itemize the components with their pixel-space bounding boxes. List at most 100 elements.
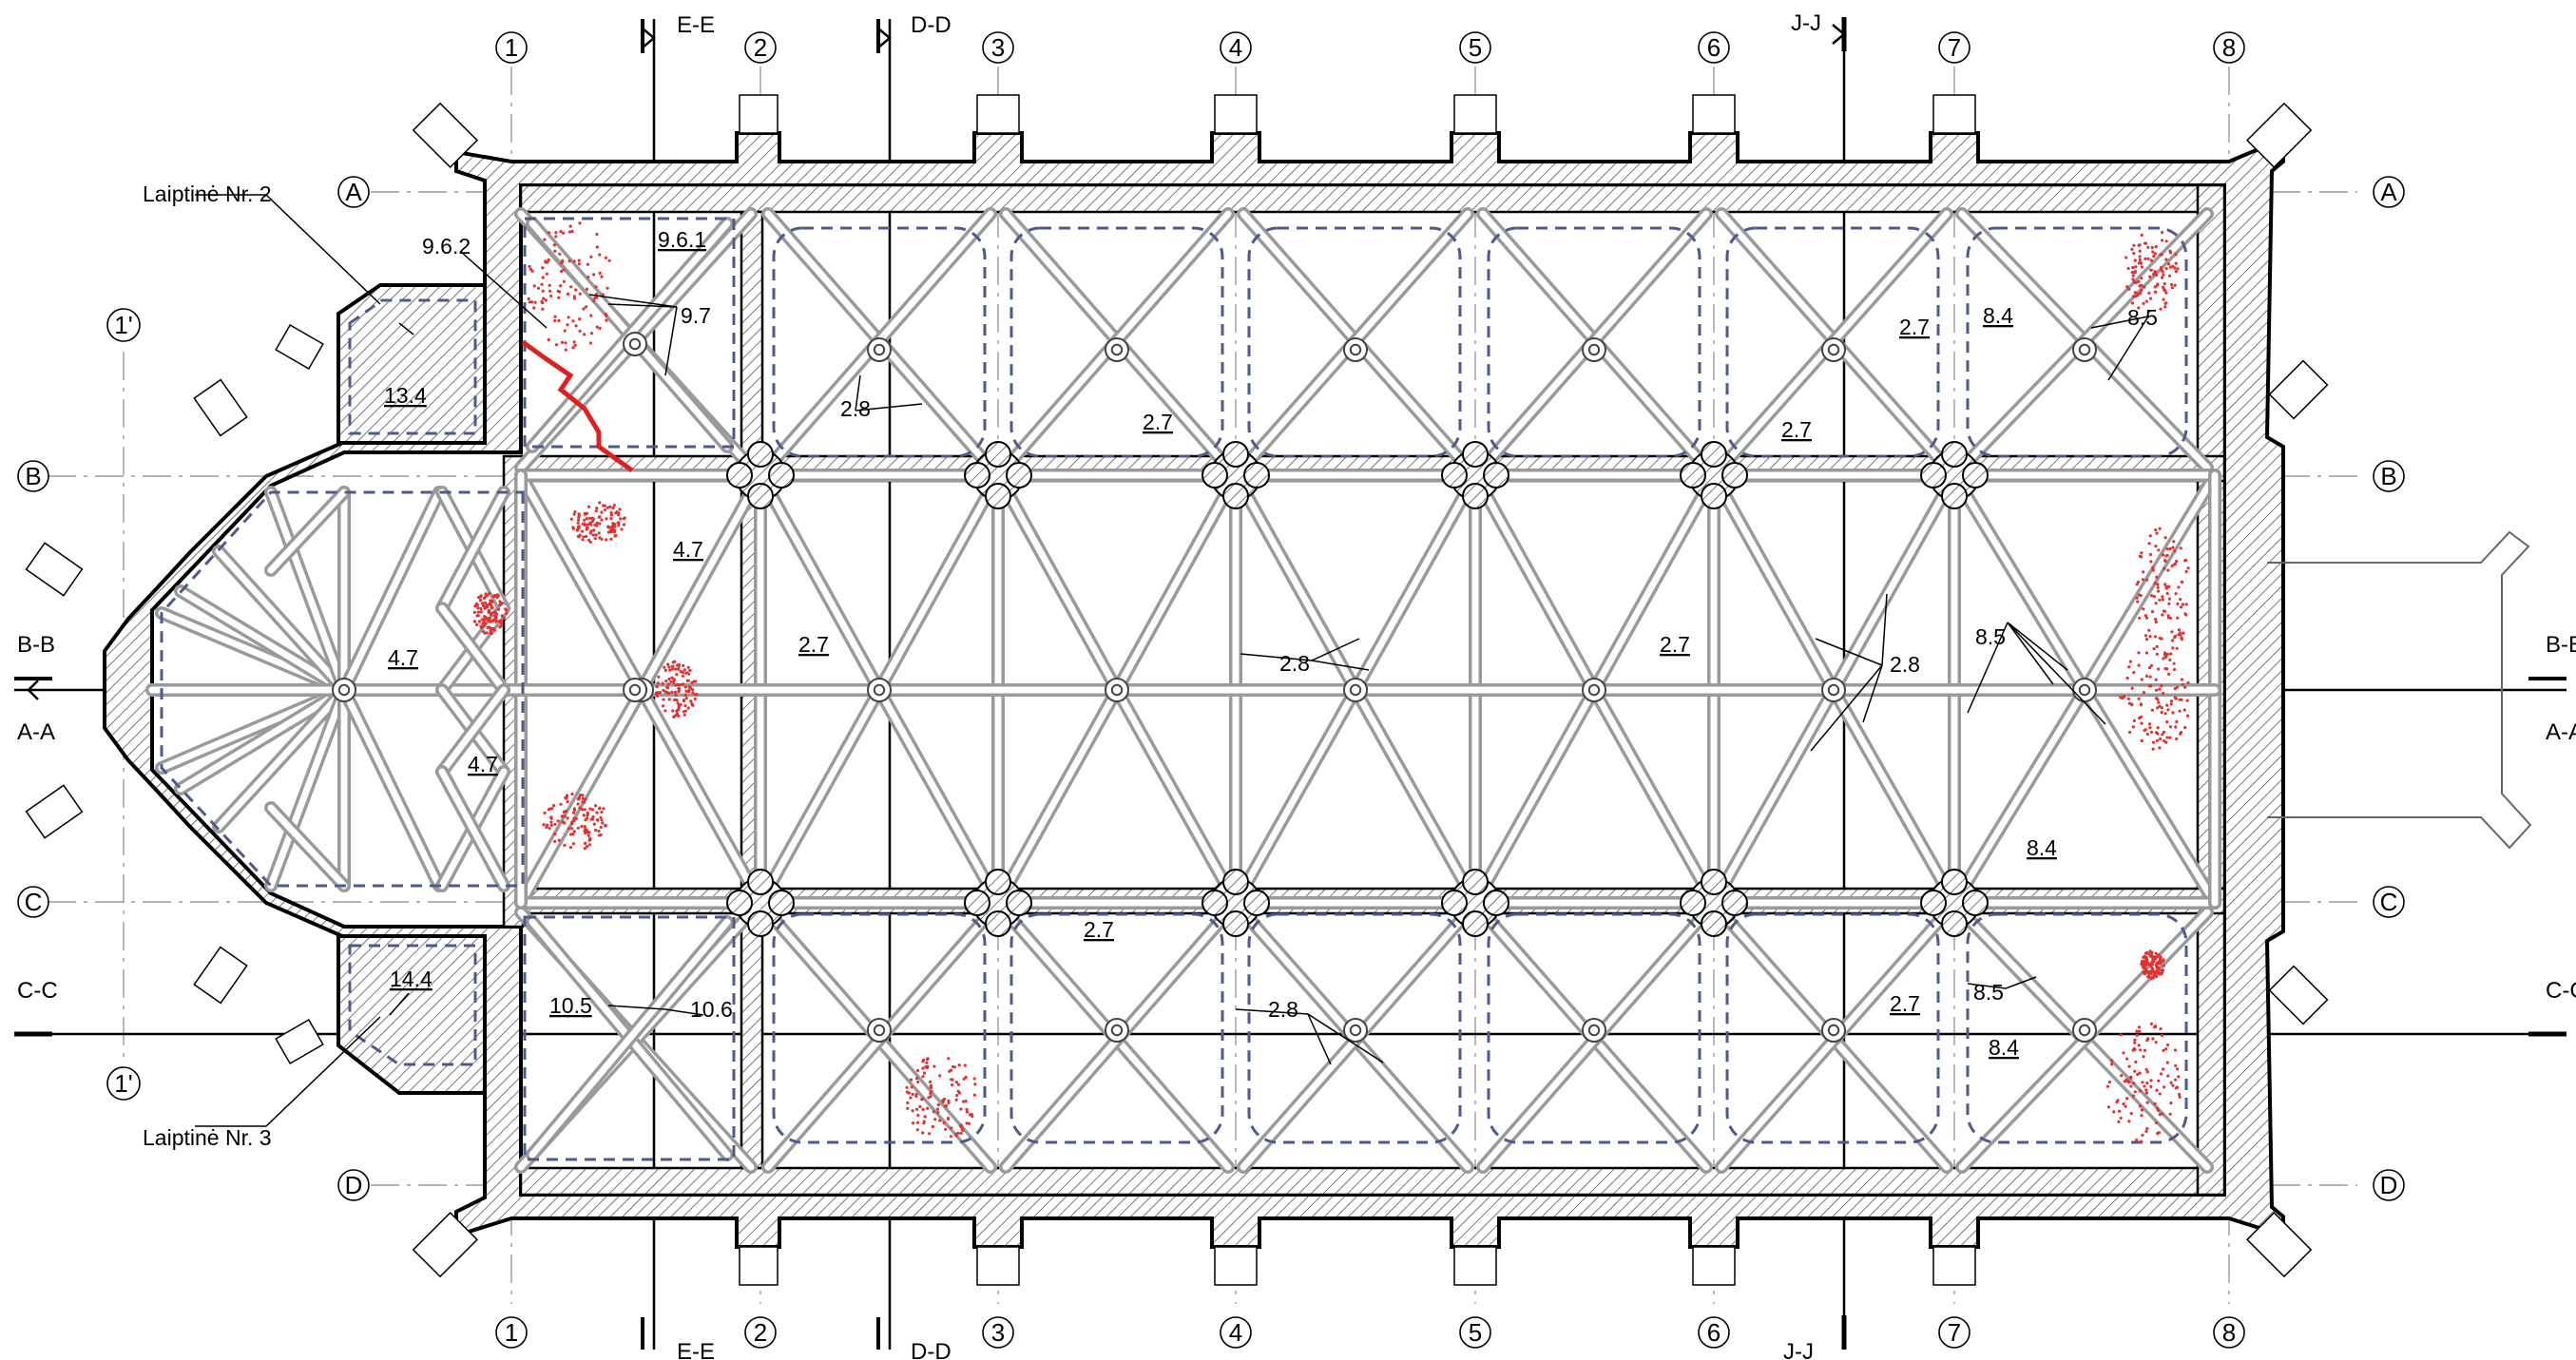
damage-dot xyxy=(2137,697,2141,700)
mark-13-4: 13.4 xyxy=(384,383,427,408)
damage-dot xyxy=(479,610,483,614)
vault-rib-inner xyxy=(1232,686,1359,907)
damage-dot xyxy=(554,231,558,235)
damage-dot xyxy=(595,521,599,525)
damage-dot xyxy=(2157,1131,2162,1135)
damage-dot xyxy=(2182,631,2185,635)
damage-dot xyxy=(963,1063,967,1067)
damage-dot xyxy=(2126,697,2130,700)
damage-dot xyxy=(2168,546,2172,551)
damage-dot xyxy=(606,530,611,534)
section-ee-top: E-E xyxy=(677,12,715,38)
damage-dot xyxy=(500,602,504,605)
pier-shaft xyxy=(1941,441,1968,468)
pier-shaft xyxy=(1462,869,1489,895)
damage-dot xyxy=(2183,685,2187,689)
damage-dot xyxy=(596,818,600,822)
damage-dot xyxy=(2179,598,2182,602)
damage-dot xyxy=(579,794,583,797)
damage-dot xyxy=(922,1121,926,1125)
damage-dot xyxy=(580,825,584,829)
damage-dot xyxy=(677,714,681,718)
vault-boss-inner xyxy=(1110,343,1124,356)
damage-dot xyxy=(622,523,626,527)
damage-dot xyxy=(668,668,672,672)
damage-dot xyxy=(554,343,559,347)
damage-dot xyxy=(498,625,502,629)
vault-rib-inner xyxy=(177,587,348,694)
damage-dot xyxy=(2158,704,2162,708)
damage-dot xyxy=(578,329,582,333)
damage-dot xyxy=(684,671,688,675)
damage-dot xyxy=(2155,738,2160,742)
damage-dot xyxy=(598,271,602,275)
damage-dot xyxy=(2131,274,2135,278)
damage-dot xyxy=(957,1091,962,1095)
damage-dot xyxy=(2145,1039,2149,1043)
damage-dot xyxy=(584,797,587,801)
damage-dot xyxy=(563,843,567,848)
damage-dot xyxy=(686,706,690,710)
damage-dot xyxy=(2159,253,2163,257)
damage-dot xyxy=(655,685,659,689)
damage-dot xyxy=(695,692,699,697)
damage-dot xyxy=(961,1128,965,1132)
damage-dot xyxy=(2119,696,2123,699)
damage-dot xyxy=(594,509,598,513)
damage-dot xyxy=(914,1092,918,1097)
vault-boss-inner xyxy=(1349,1024,1362,1037)
damage-dot xyxy=(2110,1063,2114,1066)
damage-dot xyxy=(553,249,557,253)
damage-dot xyxy=(2137,306,2141,310)
damage-dot xyxy=(915,1121,920,1124)
damage-dot xyxy=(2156,282,2160,286)
damage-dot xyxy=(942,1121,946,1125)
damage-dot xyxy=(664,680,668,683)
axis-label-d-left: D xyxy=(345,1171,363,1199)
damage-dot xyxy=(665,691,669,695)
damage-dot xyxy=(2154,951,2158,955)
damage-dot xyxy=(2162,1048,2165,1052)
damage-dot xyxy=(2156,726,2160,730)
section-aa-right: A-A xyxy=(2546,719,2576,745)
damage-dot xyxy=(569,285,573,289)
damage-dot xyxy=(2155,273,2159,277)
damage-dot xyxy=(540,282,544,286)
damage-dot xyxy=(2174,1086,2178,1090)
damage-dot xyxy=(2176,267,2180,271)
damage-dot xyxy=(556,819,560,823)
damage-dot xyxy=(2145,578,2149,582)
vault-rib-inner xyxy=(875,471,1002,694)
cluster-pier xyxy=(1920,869,1989,937)
damage-dot xyxy=(2130,271,2134,275)
damage-dot xyxy=(486,594,490,598)
damage-dot xyxy=(2164,1047,2168,1051)
damage-dot xyxy=(681,674,685,678)
damage-dot xyxy=(588,836,592,840)
damage-dot xyxy=(683,685,687,689)
damage-dot xyxy=(592,273,596,277)
damage-dot xyxy=(2152,960,2156,964)
damage-dot xyxy=(2165,591,2169,596)
damage-dot xyxy=(549,823,553,828)
damage-dot xyxy=(560,269,564,274)
damage-dot xyxy=(2171,646,2175,650)
damage-dot xyxy=(563,329,567,333)
damage-dot xyxy=(566,800,569,804)
damage-dot xyxy=(2163,583,2167,586)
damage-dot xyxy=(491,619,495,623)
damage-dot xyxy=(2131,295,2136,298)
damage-dot xyxy=(2151,1037,2155,1041)
damage-dot xyxy=(578,292,582,296)
element-marks: 9.6.2 9.6.1 9.7 13.4 14.4 10.5 10.6 4.7 … xyxy=(384,227,2158,1060)
damage-dot xyxy=(2153,1101,2157,1105)
damage-dot xyxy=(536,286,541,290)
axis-label-6-bottom: 6 xyxy=(1707,1318,1721,1347)
damage-dot xyxy=(906,1101,910,1105)
damage-dot xyxy=(954,1098,958,1101)
pier-shaft xyxy=(768,890,795,916)
damage-dot xyxy=(2170,639,2175,642)
damage-dot xyxy=(583,333,586,336)
damage-dot xyxy=(595,811,599,814)
damage-dot xyxy=(2158,598,2162,602)
